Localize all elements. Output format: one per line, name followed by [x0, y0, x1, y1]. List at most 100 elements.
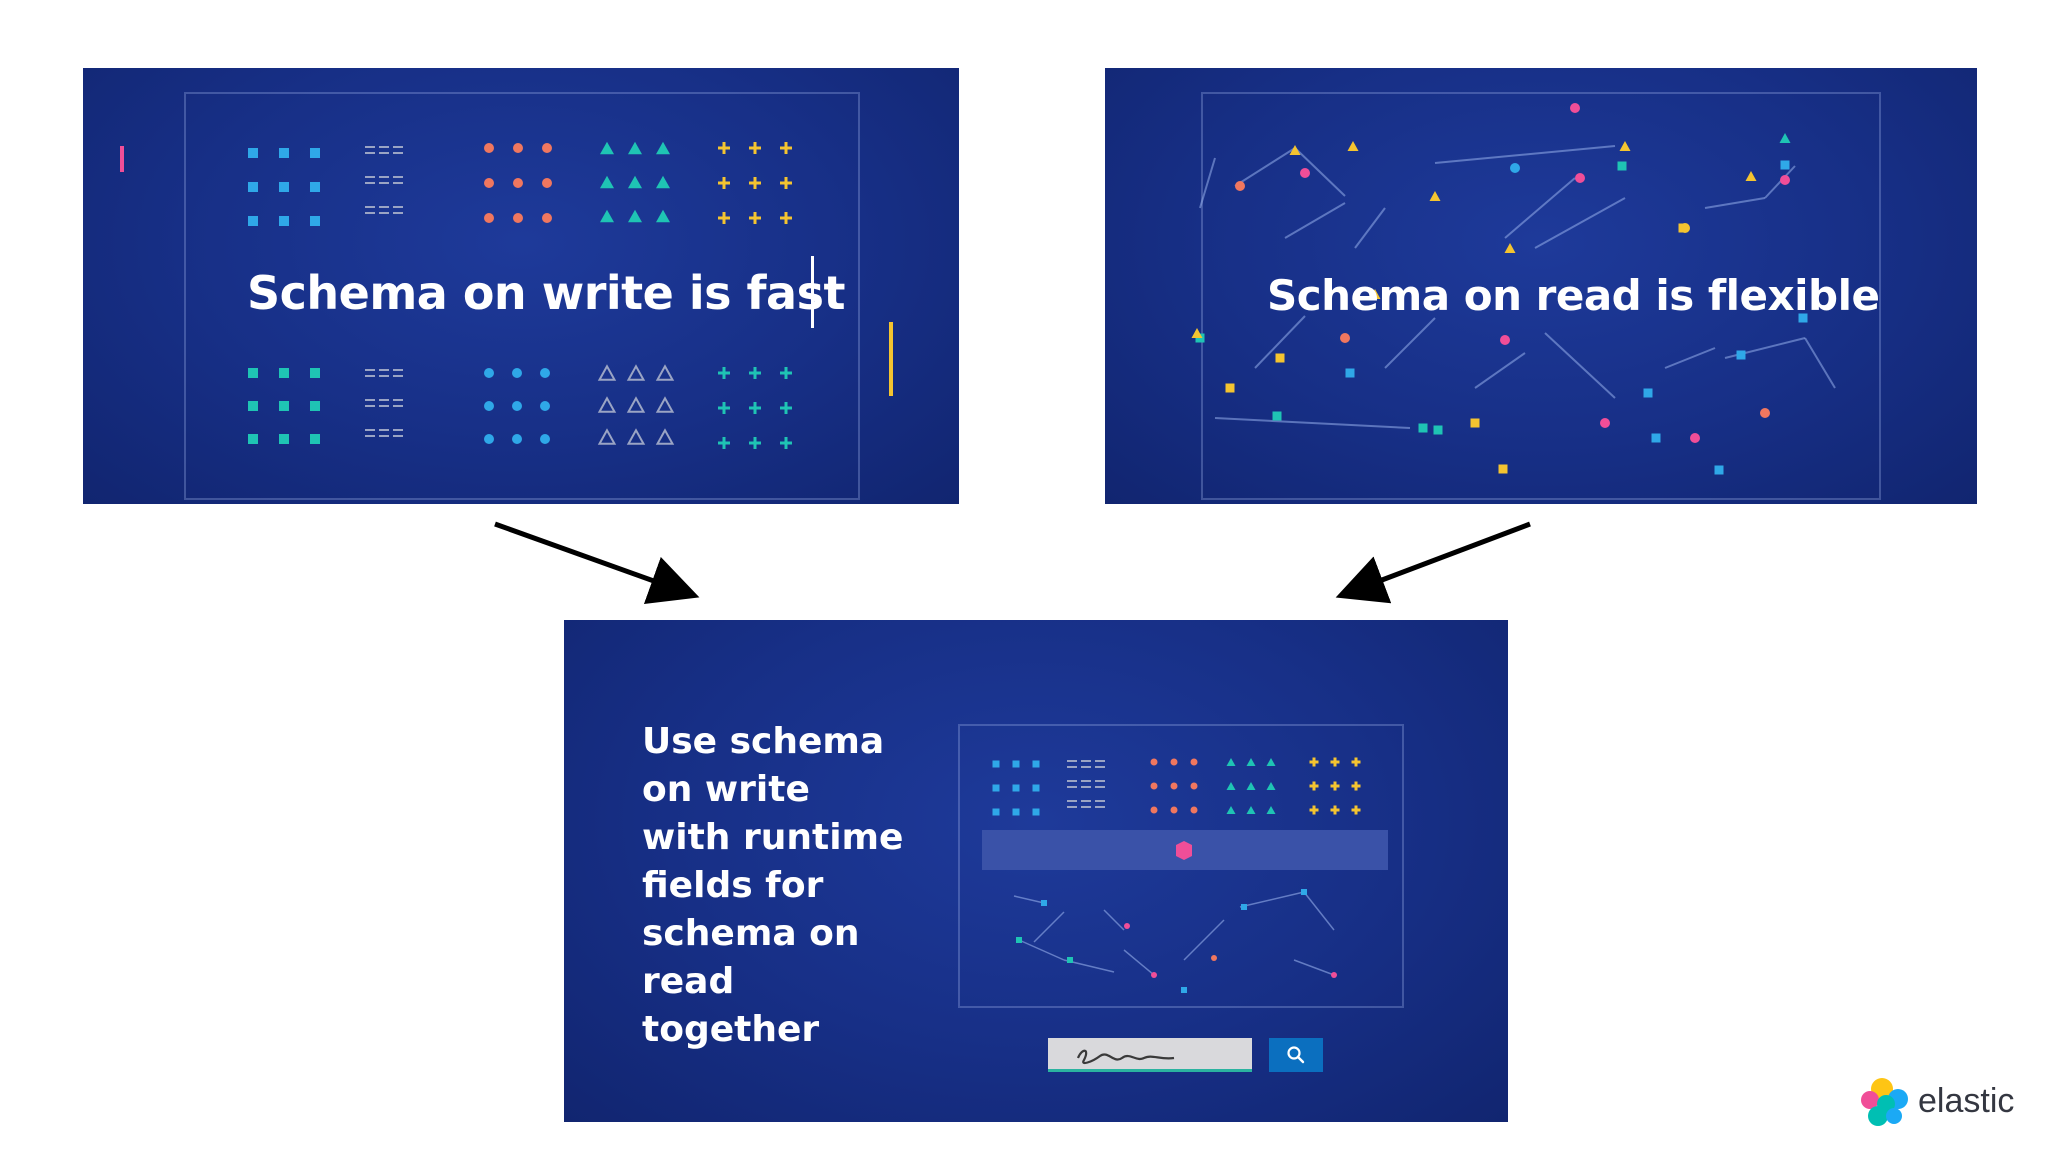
dot-symbol — [1340, 333, 1350, 343]
triangle-symbol — [656, 209, 670, 223]
schema-on-read-panel: Schema on read is flexible — [1105, 68, 1977, 504]
plus-symbol — [1309, 781, 1319, 791]
triangle-symbol — [1266, 757, 1276, 767]
square-symbol — [1241, 904, 1247, 910]
square-symbol — [1714, 465, 1724, 475]
constellation-line — [1183, 919, 1225, 961]
square-symbol — [1780, 160, 1790, 170]
triangle-symbol — [655, 396, 675, 413]
plus-symbol — [749, 142, 761, 154]
dot-symbol — [1150, 806, 1158, 814]
square-symbol — [1041, 900, 1047, 906]
square-symbol — [310, 434, 320, 444]
triangle-symbol — [1369, 289, 1381, 299]
dot-symbol — [512, 401, 522, 411]
plus-symbol — [780, 212, 792, 224]
search-input[interactable] — [1048, 1038, 1252, 1072]
square-symbol — [248, 216, 258, 226]
square-symbol — [1643, 388, 1653, 398]
dash-symbol — [1067, 780, 1105, 788]
square-symbol — [992, 808, 1000, 816]
cursor-pink-accent — [120, 146, 124, 172]
square-symbol — [310, 368, 320, 378]
plus-symbol — [780, 367, 792, 379]
square-symbol — [1032, 808, 1040, 816]
triangle-symbol — [1226, 805, 1236, 815]
headline-schema-on-write: Schema on write is fast — [247, 266, 845, 320]
square-symbol — [279, 216, 289, 226]
triangle-symbol — [626, 396, 646, 413]
square-symbol — [1498, 464, 1508, 474]
plus-symbol — [718, 437, 730, 449]
constellation-line — [1234, 147, 1296, 187]
square-symbol — [1617, 161, 1627, 171]
dash-symbol — [365, 206, 403, 214]
elastic-logo: elastic — [1858, 1074, 2028, 1130]
square-symbol — [1301, 889, 1307, 895]
triangle-symbol — [600, 209, 614, 223]
constellation-line — [1384, 317, 1436, 369]
search-button[interactable] — [1269, 1038, 1323, 1072]
cursor-yellow-accent — [889, 322, 893, 396]
dot-symbol — [1151, 972, 1157, 978]
square-symbol — [1195, 333, 1205, 343]
plus-symbol — [1351, 805, 1361, 815]
plus-symbol — [718, 142, 730, 154]
dot-symbol — [1235, 181, 1245, 191]
dot-symbol — [1600, 418, 1610, 428]
dot-symbol — [484, 368, 494, 378]
dot-symbol — [484, 401, 494, 411]
triangle-symbol — [1779, 133, 1791, 143]
triangle-symbol — [1246, 805, 1256, 815]
square-symbol — [992, 784, 1000, 792]
signature-icon — [1076, 1049, 1175, 1065]
square-symbol — [1012, 784, 1020, 792]
triangle-symbol — [1266, 781, 1276, 791]
square-symbol — [1736, 350, 1746, 360]
plus-symbol — [718, 212, 730, 224]
square-symbol — [1272, 411, 1282, 421]
square-symbol — [1470, 418, 1480, 428]
square-symbol — [1798, 313, 1808, 323]
square-symbol — [310, 216, 320, 226]
constellation-line — [1214, 417, 1411, 429]
triangle-symbol — [1191, 328, 1203, 338]
plus-symbol — [718, 177, 730, 189]
constellation-line — [1434, 145, 1616, 164]
runtime-field-marker — [1176, 841, 1192, 860]
triangle-symbol — [656, 141, 670, 155]
constellation-line — [1303, 891, 1335, 931]
constellation-line — [1013, 895, 1045, 904]
plus-symbol — [718, 367, 730, 379]
dot-symbol — [1780, 175, 1790, 185]
plus-symbol — [1309, 757, 1319, 767]
dot-symbol — [1190, 806, 1198, 814]
constellation-line — [1293, 959, 1335, 976]
triangle-symbol — [597, 396, 617, 413]
dash-symbol — [365, 429, 403, 437]
square-symbol — [310, 148, 320, 158]
panel-frame — [1201, 92, 1881, 500]
constellation-line — [1033, 911, 1065, 943]
dot-symbol — [1190, 782, 1198, 790]
constellation-line — [1199, 157, 1216, 209]
combined-symbols — [982, 757, 1388, 993]
triangle-symbol — [1745, 171, 1757, 181]
dot-symbol — [513, 178, 523, 188]
square-symbol — [279, 434, 289, 444]
elastic-logo-icon — [1861, 1078, 1908, 1126]
triangle-symbol — [628, 141, 642, 155]
triangle-symbol — [1619, 141, 1631, 151]
triangle-symbol — [655, 428, 675, 445]
constellation-line — [1534, 197, 1626, 249]
arrow-left — [494, 521, 700, 605]
constellation-line — [1544, 332, 1616, 399]
plus-symbol — [1330, 781, 1340, 791]
square-symbol — [1678, 223, 1688, 233]
dot-symbol — [542, 178, 552, 188]
dot-symbol — [1170, 782, 1178, 790]
square-symbol — [279, 401, 289, 411]
triangle-symbol — [1246, 757, 1256, 767]
plus-symbol — [1330, 757, 1340, 767]
triangle-symbol — [600, 141, 614, 155]
